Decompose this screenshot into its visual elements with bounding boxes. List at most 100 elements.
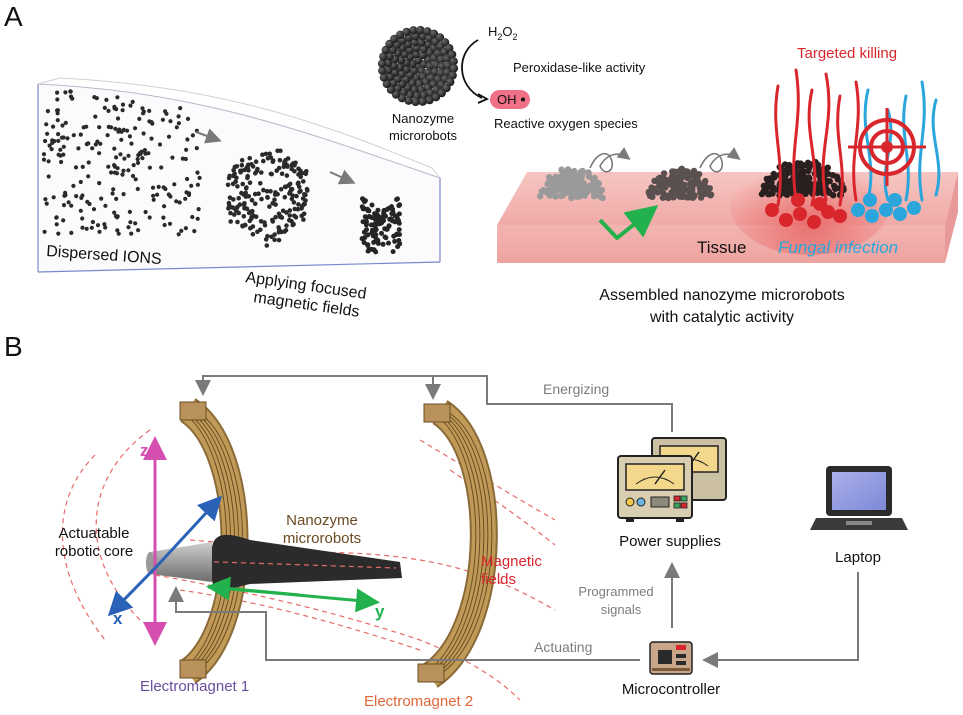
particle [111,187,116,192]
particle [268,189,273,194]
electromagnet-2-label: Electromagnet 2 [364,693,473,710]
particle [826,178,833,185]
clustered-ions-particles [359,196,403,255]
particle [580,180,587,187]
particle [561,173,568,181]
particle [97,125,102,130]
particle [386,85,396,94]
magnetic-fields-line1: Magnetic [481,553,542,570]
particle [373,214,379,220]
particle [295,206,301,212]
particle [42,229,47,234]
particle [243,190,248,196]
particle [47,143,52,148]
particle [230,205,236,210]
particle [95,139,100,144]
particle [80,225,85,230]
green-path-arrow [598,205,659,240]
particle [296,184,302,190]
particle [129,231,134,236]
particle [112,163,117,168]
particle [170,155,175,160]
particle [68,94,74,99]
particle [396,211,402,217]
particle [396,227,402,233]
particle [888,193,902,207]
particle [236,195,241,201]
particle [418,97,427,106]
particle [287,217,292,223]
particle [130,99,135,104]
particle [227,195,233,200]
particle [89,225,94,230]
particle [379,220,385,226]
x-axis [156,495,223,567]
particle [149,136,154,141]
oh-badge [490,90,530,109]
particle [269,234,274,240]
particle [115,166,120,171]
particle [86,160,91,165]
particle [296,180,301,186]
particle [365,242,371,248]
particle [114,155,119,160]
particle [55,90,60,95]
particle [150,185,156,190]
particle [382,79,391,89]
particle [45,109,51,114]
particle [795,177,803,184]
particle [362,199,367,205]
particle [174,199,179,204]
particle [826,189,833,196]
particle [61,144,66,149]
nanozyme-b-line1: Nanozyme [286,512,358,529]
particle [550,176,557,183]
reaction-arrow [461,39,483,99]
particle [581,188,588,195]
spin-arrow-2 [699,147,741,173]
particle [90,219,95,225]
particle [362,214,368,220]
particle [552,193,559,200]
power-supplies-label: Power supplies [619,533,721,550]
particle [232,212,237,217]
particle [247,180,253,185]
particle [389,211,395,217]
particle [373,232,379,238]
particle [80,216,85,221]
particle [447,50,457,59]
particle [105,133,110,138]
particle [143,209,148,215]
particle [247,155,252,161]
microcontroller-label: Microcontroller [622,681,720,698]
particle [669,173,676,181]
particle [135,186,140,192]
z-axis-label: z [140,441,149,460]
particle [363,219,369,225]
particle [834,176,841,183]
particle [284,210,289,215]
particle [814,189,821,196]
particle [273,190,278,195]
particle [129,141,134,146]
particle [250,164,256,169]
particle [379,230,384,236]
particle [545,187,552,194]
particle [109,170,114,175]
particle [259,170,264,175]
particle [260,152,265,157]
fungal-strand [774,84,782,207]
particle [112,146,117,151]
particle [278,187,284,192]
particle [180,156,185,161]
particle [73,165,79,170]
particle [116,231,121,236]
particle [161,215,166,220]
particle [660,190,667,197]
particle [395,30,405,39]
particle [126,153,131,158]
particle [893,207,907,221]
particle [250,232,256,237]
particle [261,158,266,164]
particle [758,190,766,198]
